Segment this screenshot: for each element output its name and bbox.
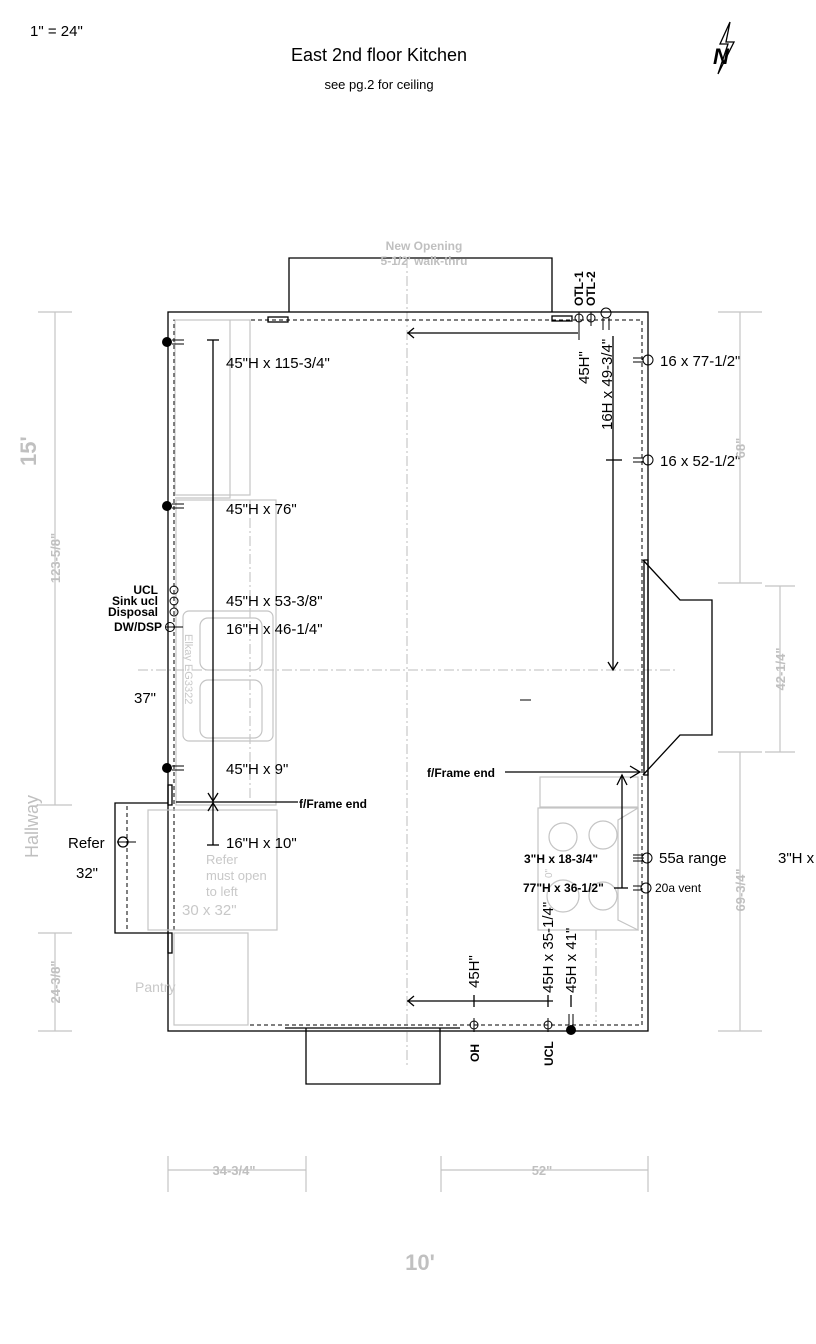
overall-width: 10': [405, 1250, 435, 1275]
range-dim-2: 77"H x 36-1/2": [523, 881, 604, 895]
switch-icon: [574, 312, 596, 340]
refer-width: 32": [76, 865, 98, 882]
refer-note-2: must open: [206, 868, 267, 883]
arrow-icon: [207, 792, 219, 812]
outlet-icon: [633, 454, 654, 466]
pantry: [173, 932, 249, 1026]
dim-left-1: 45"H x 115-3/4": [226, 355, 330, 372]
scale-label: 1" = 24": [30, 23, 83, 40]
sink-model: Elkay EG3322: [182, 634, 194, 704]
outlet-icon: [600, 307, 612, 330]
dim-left-4: 16"H x 46-1/4": [226, 621, 323, 638]
gfci-outlet-icon: [566, 1014, 576, 1035]
window-sill: [643, 559, 649, 776]
refer-size: 30 x 32": [182, 902, 237, 919]
arrow-icon: [629, 765, 642, 779]
burner: [548, 822, 578, 852]
page-subtitle: see pg.2 for ceiling: [324, 77, 433, 92]
door-jamb: [267, 316, 289, 323]
wall-jamb: [167, 784, 173, 806]
ucl-label: UCL: [542, 1041, 556, 1066]
dim-right-2: 16 x 52-1/2": [660, 453, 740, 470]
switch-icon: [165, 585, 183, 632]
gfci-outlet-icon: [162, 763, 184, 773]
gfci-outlet-icon: [162, 501, 184, 511]
wall-jamb: [167, 932, 173, 954]
cutoff-label: 3"H x: [778, 850, 815, 867]
dim-left-2: 45"H x 76": [226, 501, 297, 518]
hallway-label: Hallway: [22, 795, 42, 858]
refer-note-1: Refer: [206, 852, 238, 867]
arrow-icon: [616, 773, 628, 786]
dim-left-6: 16"H x 10": [226, 835, 297, 852]
otl-1-label: OTL-1: [572, 271, 586, 306]
dim-right-1: 16 x 77-1/2": [660, 353, 740, 370]
otl-2-label: OTL-2: [584, 271, 598, 306]
frame-end-label-left: f/Frame end: [299, 797, 367, 811]
burner: [546, 879, 580, 913]
burner: [588, 820, 618, 850]
counter-top: [539, 776, 639, 808]
opening-label-1: New Opening: [386, 239, 463, 253]
svg-text:N: N: [713, 44, 730, 69]
dim-left-3: 45"H x 53-3/8": [226, 593, 323, 610]
dim-16h: 16H x 49-3/4": [599, 339, 616, 430]
door-jamb: [551, 315, 573, 322]
dim-left-5: 45"H x 9": [226, 761, 288, 778]
range-dim-1: 3"H x 18-3/4": [524, 852, 598, 866]
outlet-label-dw: DW/DSP: [114, 620, 162, 634]
arrow-icon: [406, 995, 415, 1007]
gfci-outlet-icon: [162, 337, 184, 347]
range-hood: [617, 806, 639, 931]
dim-right-window: 42-1/4": [773, 647, 788, 690]
opening-label-2: 5-1/2' walk-thru: [381, 254, 468, 268]
switch-icon: [543, 1018, 553, 1032]
arrow-icon: [607, 661, 619, 672]
dim-bottom-right: 52": [532, 1163, 553, 1178]
outlet-label-disposal: Disposal: [108, 605, 158, 619]
burner: [588, 881, 618, 911]
refer-label: Refer: [68, 835, 105, 852]
window-bay: [642, 559, 713, 776]
dim-right-lower: 69-3/4": [733, 868, 748, 911]
outlet-label-ucl: UCL: [133, 583, 158, 597]
vent-outlet-label: 20a vent: [655, 881, 702, 895]
switch-icon: [469, 1018, 479, 1032]
overall-height: 15': [16, 436, 41, 466]
range-outlet-label: 55a range: [659, 850, 727, 867]
dim-bottom-1: 45H x 35-1/4": [540, 902, 557, 993]
oh-label: OH: [468, 1044, 482, 1062]
outlet-label-sink-ucl: Sink ucl: [112, 594, 158, 608]
dim-bottom-2: 45H x 41": [563, 928, 580, 993]
arrow-icon: [406, 327, 415, 339]
dim-left-lower: 24-3/8": [48, 960, 63, 1003]
page-title: East 2nd floor Kitchen: [291, 45, 467, 65]
outlet-icon: [633, 882, 652, 894]
north-arrow-icon: N: [713, 21, 736, 75]
dim-45h-bottom: 45H": [466, 955, 483, 988]
refer-note-3: to left: [206, 884, 238, 899]
base-counter: [175, 499, 277, 806]
sink-basin: [199, 617, 263, 671]
cabinet-line: [175, 320, 231, 499]
frame-end-label-right: f/Frame end: [427, 766, 495, 780]
new-opening: [288, 257, 553, 312]
bottom-opening: [305, 1028, 441, 1085]
dim-left-upper: 123-5/8": [48, 533, 63, 583]
sink: [182, 610, 274, 742]
fridge-alcove: [114, 802, 168, 934]
dim-45h-top: 45H": [576, 351, 593, 384]
range-gray-label: 0": [544, 868, 555, 878]
dim-bottom-left: 34-3/4": [212, 1163, 255, 1178]
counter-width: 37": [134, 690, 156, 707]
outlet-icon: [633, 354, 654, 366]
dim-right-upper: 68": [733, 438, 748, 459]
sink-basin: [199, 679, 263, 739]
pantry-label: Pantry: [135, 979, 175, 995]
outlet-icon: [633, 852, 653, 864]
room-wall: [167, 311, 649, 1032]
dimension-lines: [38, 311, 795, 1192]
room-inner-line: [173, 319, 643, 1026]
